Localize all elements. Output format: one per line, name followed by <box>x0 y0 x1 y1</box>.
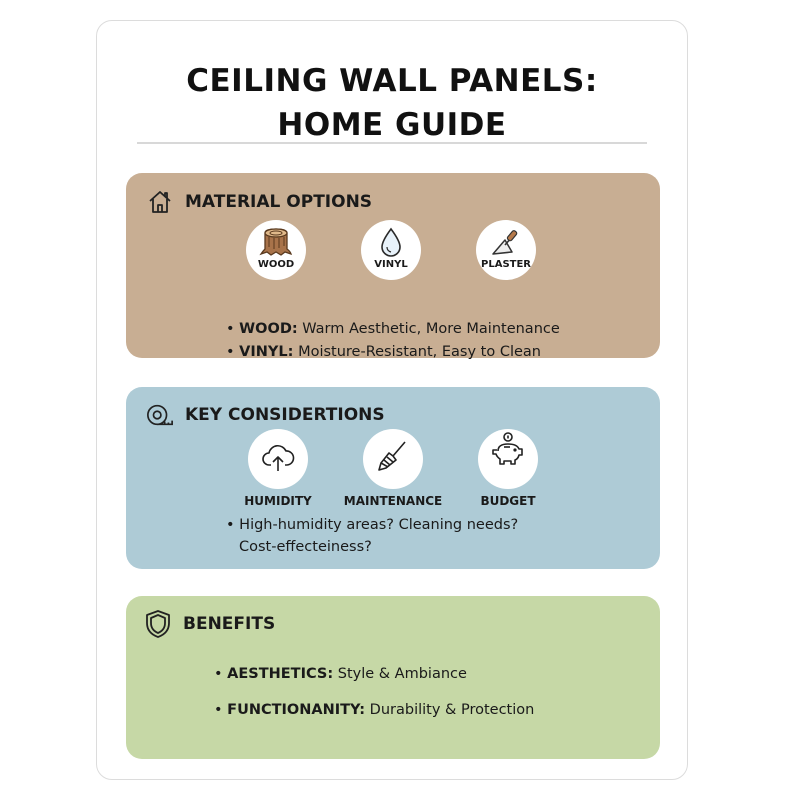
considerations-bullet: • High-humidity areas? Cleaning needs? <box>226 517 519 533</box>
benefits-bullet-aesthetics: • AESTHETICS: Style & Ambiance <box>214 666 467 682</box>
considerations-line-2: Cost-effecteiness? <box>239 539 372 555</box>
wood-label: WOOD <box>257 259 295 270</box>
shield-icon <box>144 610 172 638</box>
material-bullet-wood: • WOOD: Warm Aesthetic, More Maintenance <box>226 321 560 337</box>
plaster-label: PLASTER <box>481 259 531 270</box>
budget-label: BUDGET <box>480 494 536 508</box>
considerations-bullet-continued: Cost-effecteiness? <box>239 539 372 555</box>
key-considerations-panel: KEY CONSIDERTIONS HUMIDITY MAINTENANCE <box>126 387 660 569</box>
consideration-humidity[interactable] <box>248 429 308 489</box>
functionality-term: FUNCTIONANITY: <box>227 702 366 718</box>
benefits-bullet-functionality: • FUNCTIONANITY: Durability & Protection <box>214 702 535 718</box>
functionality-description: Durability & Protection <box>365 702 535 718</box>
benefits-panel: BENEFITS • AESTHETICS: Style & Ambiance … <box>126 596 660 759</box>
vinyl-label: VINYL <box>374 259 408 270</box>
title-line-1: CEILING WALL PANELS: <box>186 63 598 99</box>
humidity-label: HUMIDITY <box>244 494 312 508</box>
considerations-line-1: High-humidity areas? Cleaning needs? <box>239 517 519 533</box>
brush-icon <box>376 441 410 471</box>
trowel-icon <box>490 227 522 257</box>
wood-term: WOOD: <box>239 321 298 337</box>
title-line-2: HOME GUIDE <box>277 107 507 143</box>
consideration-maintenance[interactable] <box>363 429 423 489</box>
material-options-heading: MATERIAL OPTIONS <box>185 192 373 212</box>
piggy-bank-icon <box>490 432 526 465</box>
benefits-heading: BENEFITS <box>183 614 276 634</box>
aesthetics-description: Style & Ambiance <box>333 666 467 682</box>
house-icon <box>146 188 174 216</box>
title-divider <box>137 142 647 144</box>
cloud-upload-icon <box>261 443 295 473</box>
tape-measure-icon <box>146 401 174 429</box>
guide-card: CEILING WALL PANELS: HOME GUIDE MATERIAL… <box>96 20 688 780</box>
wood-description: Warm Aesthetic, More Maintenance <box>297 321 560 337</box>
aesthetics-term: AESTHETICS: <box>227 666 334 682</box>
page-title: CEILING WALL PANELS: HOME GUIDE <box>97 59 687 147</box>
material-plaster[interactable]: PLASTER <box>476 220 536 280</box>
material-options-header: MATERIAL OPTIONS <box>146 188 372 216</box>
wood-log-icon <box>259 227 293 257</box>
vinyl-description: Moisture-Resistant, Easy to Clean <box>293 344 541 360</box>
vinyl-term: VINYL: <box>239 344 294 360</box>
material-wood[interactable]: WOOD <box>246 220 306 280</box>
consideration-budget[interactable] <box>478 429 538 489</box>
key-considerations-header: KEY CONSIDERTIONS <box>146 401 385 429</box>
key-considerations-heading: KEY CONSIDERTIONS <box>185 405 385 425</box>
water-drop-icon <box>380 227 402 257</box>
material-bullet-vinyl: • VINYL: Moisture-Resistant, Easy to Cle… <box>226 344 541 360</box>
benefits-header: BENEFITS <box>144 610 275 638</box>
material-vinyl[interactable]: VINYL <box>361 220 421 280</box>
maintenance-label: MAINTENANCE <box>343 494 443 508</box>
material-options-panel: MATERIAL OPTIONS WOOD VINYL <box>126 173 660 360</box>
